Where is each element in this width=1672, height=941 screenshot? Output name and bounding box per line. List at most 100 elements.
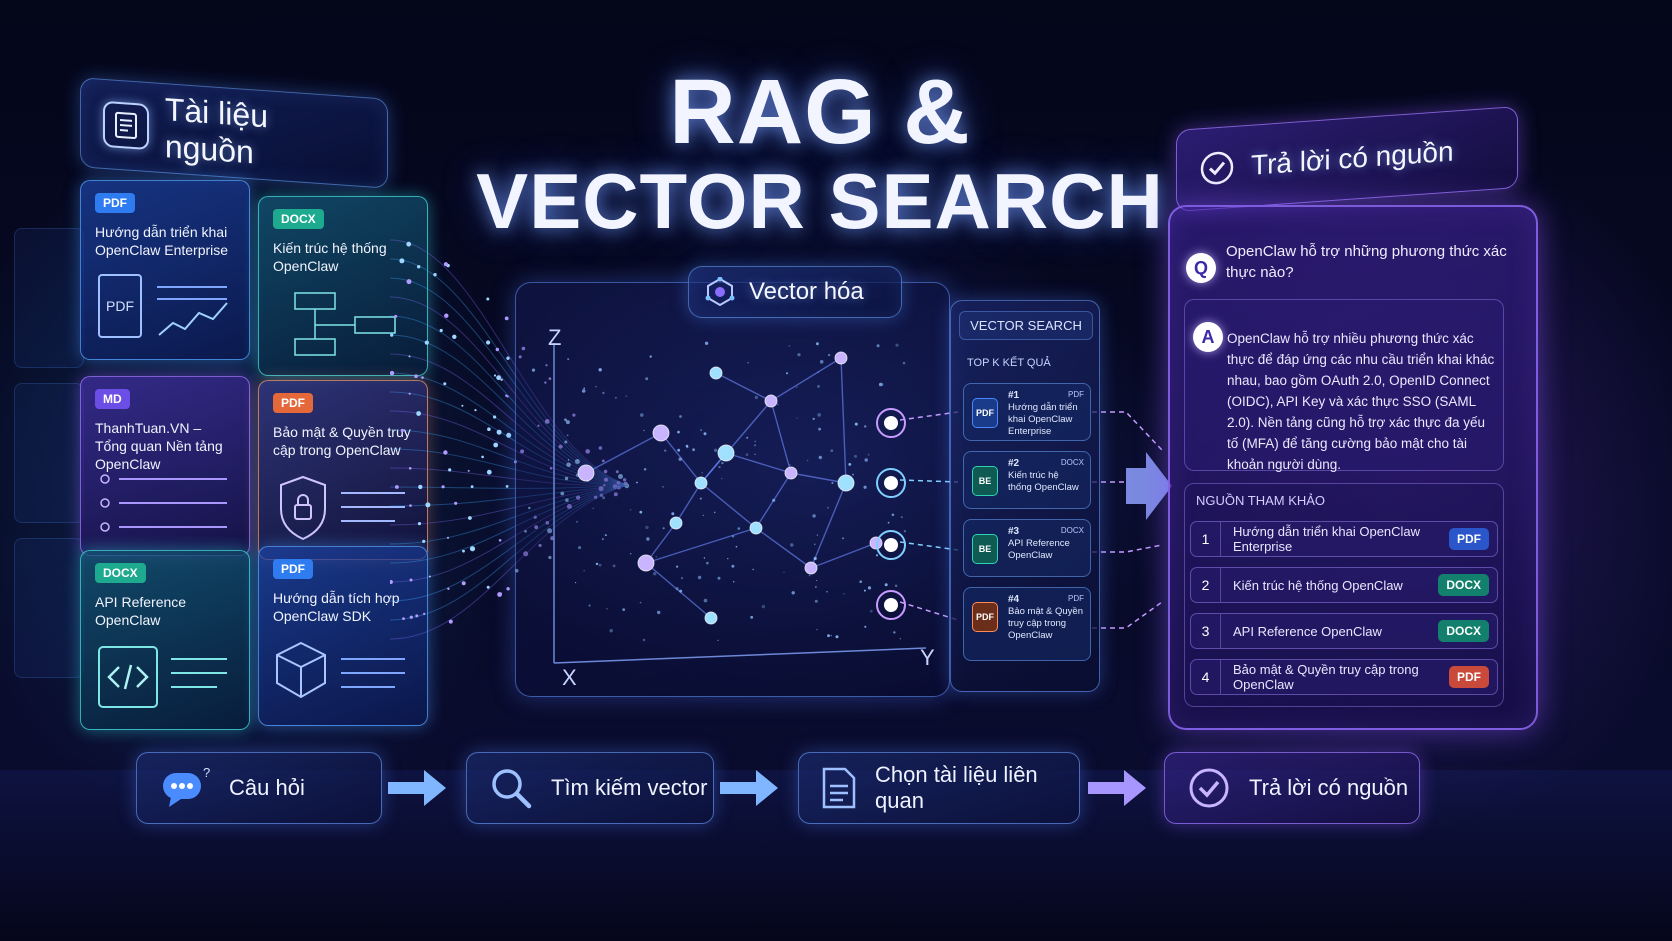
stream-particle [416,411,421,416]
doc-name: API Reference OpenClaw [95,594,187,628]
source-item-1[interactable]: 1 Hướng dẫn triển khai OpenClaw Enterpri… [1190,521,1498,557]
graph-node [704,611,718,625]
graph-star [867,453,870,456]
stream-particle [469,546,476,552]
stream-particle [406,279,412,285]
doc-card-1[interactable]: PDF Hướng dẫn triển khai OpenClaw Enterp… [80,180,250,360]
result-item-2[interactable]: BE DOCX #2 Kiến trúc hệ thống OpenClaw [963,451,1091,509]
doc-card-3[interactable]: MD ThanhTuan.VN – Tổng quan Nền tảng Ope… [80,376,250,556]
result-name: Hướng dẫn triển khai OpenClaw Enterprise [1008,402,1078,437]
graph-star [852,473,854,476]
graph-star [859,580,862,583]
doc-card-2[interactable]: DOCX Kiến trúc hệ thống OpenClaw [258,196,428,376]
graph-star [706,561,709,565]
sources-title: NGUỒN THAM KHẢO [1196,493,1326,508]
graph-star [817,385,820,388]
check-circle-icon [1199,149,1235,188]
stream-particle [394,314,398,318]
architecture-diagram-icon [294,292,396,356]
answer-panel-header: Trả lời có nguồn [1176,106,1518,212]
source-item-4[interactable]: 4 Bảo mật & Quyền truy cập trong OpenCla… [1190,659,1498,695]
main-title-line2: VECTOR SEARCH [476,157,1164,245]
stream-particle [506,587,510,591]
stream-particle [495,347,499,352]
stream-particle [505,485,509,488]
doc-card-6[interactable]: PDF Hướng dẫn tích hợp OpenClaw SDK [258,546,428,726]
stream-particle [441,485,445,489]
doc-card-4[interactable]: PDF Bảo mật & Quyền truy cập trong OpenC… [258,380,428,560]
doc-card-5[interactable]: DOCX API Reference OpenClaw [80,550,250,730]
stream-particle [408,467,412,470]
step-label: Câu hỏi [229,775,305,800]
result-type: PDF [1068,594,1084,603]
step-label: Tìm kiếm vector [551,775,708,800]
graph-star [615,397,617,399]
stream-particle [423,612,426,616]
graph-star [789,464,791,466]
graph-star [679,589,683,593]
graph-star [816,534,819,536]
graph-star [685,444,689,448]
graph-star [703,598,708,603]
graph-edge [645,527,757,564]
graph-star [566,434,569,437]
result-item-3[interactable]: BE DOCX #3 API Reference OpenClaw [963,519,1091,577]
check-circle-icon [1187,766,1231,810]
graph-edge [700,482,757,529]
stream-particle [395,485,399,489]
source-item-2[interactable]: 2 Kiến trúc hệ thống OpenClaw DOCX [1190,567,1498,603]
graph-star [806,459,809,462]
retrieved-node [884,538,898,552]
source-type-badge: DOCX [1438,620,1489,642]
stream-particle [409,504,412,507]
graph-star [727,557,729,560]
stream-particle [433,273,437,277]
doc-type-badge: DOCX [273,209,324,229]
graph-star [816,579,818,582]
step-select-documents[interactable]: Chọn tài liệu liên quan [798,752,1080,824]
stream-particle [486,585,490,589]
step-question[interactable]: ? Câu hỏi [136,752,382,824]
stream-particle [493,442,499,448]
graph-star [815,586,817,588]
graph-star [675,587,679,591]
stream-particle [417,522,422,526]
answer-panel-title: Trả lời có nguồn [1251,135,1454,181]
result-item-4[interactable]: PDF PDF #4 Bảo mật & Quyền truy cập tron… [963,587,1091,661]
graph-star [816,628,818,631]
source-name: Hướng dẫn triển khai OpenClaw Enterprise [1233,524,1421,554]
doc-type-badge: DOCX [95,563,146,583]
retrieved-node [884,476,898,490]
stream-particle [444,313,449,318]
source-item-3[interactable]: 3 API Reference OpenClaw DOCX [1190,613,1498,649]
step-vector-search[interactable]: Tìm kiếm vector [466,752,714,824]
result-item-1[interactable]: PDF PDF #1 Hướng dẫn triển khai OpenClaw… [963,383,1091,441]
graph-star [595,562,599,566]
graph-star [813,556,817,561]
stream-particle [418,484,423,490]
result-connectors [900,411,1172,629]
result-rank: #4 [1008,594,1020,605]
stream-particle [452,334,457,339]
graph-star [717,576,721,580]
graph-star [747,361,749,364]
graph-star [750,615,754,619]
graph-node [694,476,708,490]
flow-arrow-1 [388,770,446,806]
graph-star [645,525,649,530]
source-index: 3 [1191,614,1221,648]
source-index: 2 [1191,568,1221,602]
stream-particle [474,409,477,412]
step-answer-with-source[interactable]: Trả lời có nguồn [1164,752,1420,824]
graph-star [625,395,628,398]
graph-star [643,468,647,471]
graph-star [583,387,586,390]
stream-particle [417,265,421,269]
graph-star [578,546,582,550]
axis-y-label: Y [920,645,935,670]
flow-arrow-2 [720,770,778,806]
graph-star [895,343,899,347]
retrieved-node-ring [876,590,906,620]
result-name: Bảo mật & Quyền truy cập trong OpenClaw [1008,606,1083,641]
graph-star [754,440,756,443]
